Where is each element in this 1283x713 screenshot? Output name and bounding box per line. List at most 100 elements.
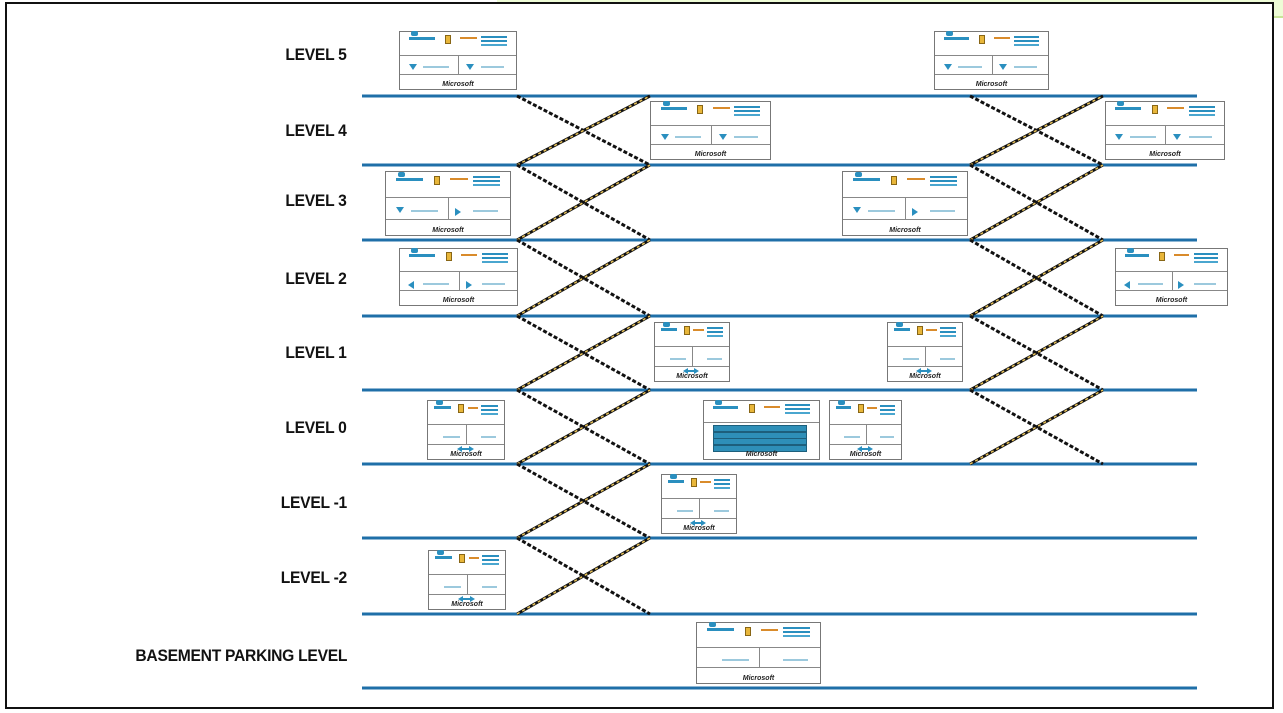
arrow-shaft — [861, 447, 870, 450]
sign-direction-panel — [655, 346, 729, 367]
wayfinding-sign: Microsoft — [842, 171, 968, 236]
sign-text-line — [844, 436, 860, 439]
logo-icon — [660, 101, 687, 110]
sign-brand: Microsoft — [694, 151, 727, 158]
diagram-frame — [5, 2, 1274, 709]
sign-text-line — [721, 659, 749, 662]
logo-lines-icon — [713, 478, 731, 481]
arrow-down-icon — [660, 133, 669, 140]
sign-direction-panel — [830, 424, 901, 445]
stair-flight-right-3-down — [969, 314, 1104, 392]
logo-text-icon — [693, 328, 704, 331]
floor-lines — [362, 94, 1197, 690]
sign-text-line — [423, 282, 450, 285]
stair-flight-left-0-highlight — [516, 95, 651, 166]
sign-logo-panel — [843, 171, 967, 199]
sign-text-line — [1014, 66, 1037, 69]
crest-icon — [744, 626, 751, 636]
arrow-down-icon — [1173, 133, 1182, 140]
sign-text-line — [1193, 282, 1216, 285]
logo-lines-icon — [783, 626, 811, 629]
sign-brand: Microsoft — [745, 451, 778, 458]
double-arrow-icon — [856, 445, 873, 452]
logo-icon — [395, 171, 424, 181]
sign-text-line — [481, 282, 506, 285]
wayfinding-sign: Microsoft — [399, 31, 517, 90]
logo-lines-icon — [1188, 105, 1215, 108]
sign-direction-panel — [429, 574, 505, 595]
sign-text-line — [867, 210, 896, 213]
logo-lines-icon — [784, 404, 810, 407]
sign-brand: Microsoft — [889, 227, 921, 234]
stair-flight-left-5-down — [516, 462, 651, 540]
crest-icon — [458, 554, 465, 564]
arrow-down-icon — [466, 63, 475, 70]
logo-lines-icon — [1014, 35, 1039, 38]
directory-row — [713, 444, 808, 452]
logo-icon — [435, 550, 452, 560]
sign-direction-panel — [386, 197, 510, 220]
logo-text-icon — [700, 480, 711, 483]
sign-logo-panel — [400, 247, 517, 273]
crest-icon — [683, 326, 690, 336]
arrow-shaft — [461, 447, 471, 450]
logo-icon — [1124, 247, 1150, 257]
logo-text-icon — [460, 37, 477, 40]
arrow-shaft — [920, 369, 930, 372]
wayfinding-sign: Microsoft — [887, 322, 963, 382]
arrow-left-icon — [1123, 280, 1130, 289]
sign-text-line — [481, 436, 497, 439]
level-4-label: LEVEL 4 — [285, 121, 348, 140]
logo-icon — [667, 474, 685, 484]
sign-text-line — [472, 210, 498, 213]
double-arrow-icon — [457, 595, 475, 602]
sign-text-line — [879, 436, 894, 439]
sign-text-line — [1129, 136, 1156, 139]
basement-parking-label: BASEMENT PARKING LEVEL — [135, 646, 347, 665]
sign-logo-panel — [428, 400, 504, 426]
arrow-down-icon — [395, 207, 404, 214]
crest-icon — [857, 404, 864, 414]
logo-text-icon — [450, 178, 468, 181]
stair-flight-left-2-down — [516, 238, 651, 318]
logo-icon — [660, 322, 678, 332]
logo-text-icon — [712, 107, 730, 110]
stair-flight-left-1-highlight — [516, 164, 651, 241]
double-arrow-icon — [916, 367, 933, 374]
logo-icon — [893, 322, 911, 332]
sign-logo-panel — [400, 31, 516, 56]
wayfinding-sign: Microsoft — [829, 400, 902, 460]
stair-flight-left-4-down — [516, 388, 651, 466]
sign-direction-panel — [1106, 124, 1224, 146]
sign-text-line — [902, 358, 920, 361]
sign-brand: Microsoft — [432, 227, 464, 234]
sign-text-line — [929, 210, 955, 213]
level-minus-2-label: LEVEL -2 — [280, 568, 347, 587]
stair-flight-left-2-highlight — [516, 239, 651, 317]
arrow-right-icon — [465, 280, 472, 289]
logo-icon — [409, 31, 435, 40]
wayfinding-sign: Microsoft — [696, 622, 821, 684]
sign-text-line — [482, 586, 498, 589]
double-arrow-icon — [456, 445, 474, 452]
sign-direction-panel — [651, 124, 770, 146]
stair-flight-left-3-highlight — [516, 315, 651, 391]
sign-logo-panel — [662, 474, 736, 500]
arrow-down-icon — [999, 63, 1008, 70]
logo-text-icon — [467, 406, 479, 409]
sign-brand: Microsoft — [442, 297, 475, 304]
level-5-label: LEVEL 5 — [285, 45, 348, 64]
sign-text-line — [669, 358, 687, 361]
stair-flight-right-0-highlight — [969, 95, 1104, 166]
sign-brand: Microsoft — [676, 373, 708, 380]
sign-text-line — [1188, 136, 1213, 139]
arrow-left-icon — [408, 280, 415, 289]
sign-text-line — [481, 66, 505, 69]
logo-text-icon — [468, 556, 480, 559]
level-2-label: LEVEL 2 — [285, 269, 348, 288]
sign-logo-panel — [935, 31, 1048, 56]
sign-logo-panel — [429, 550, 505, 576]
wayfinding-sign: Microsoft — [650, 101, 771, 160]
sign-text-line — [423, 66, 449, 69]
